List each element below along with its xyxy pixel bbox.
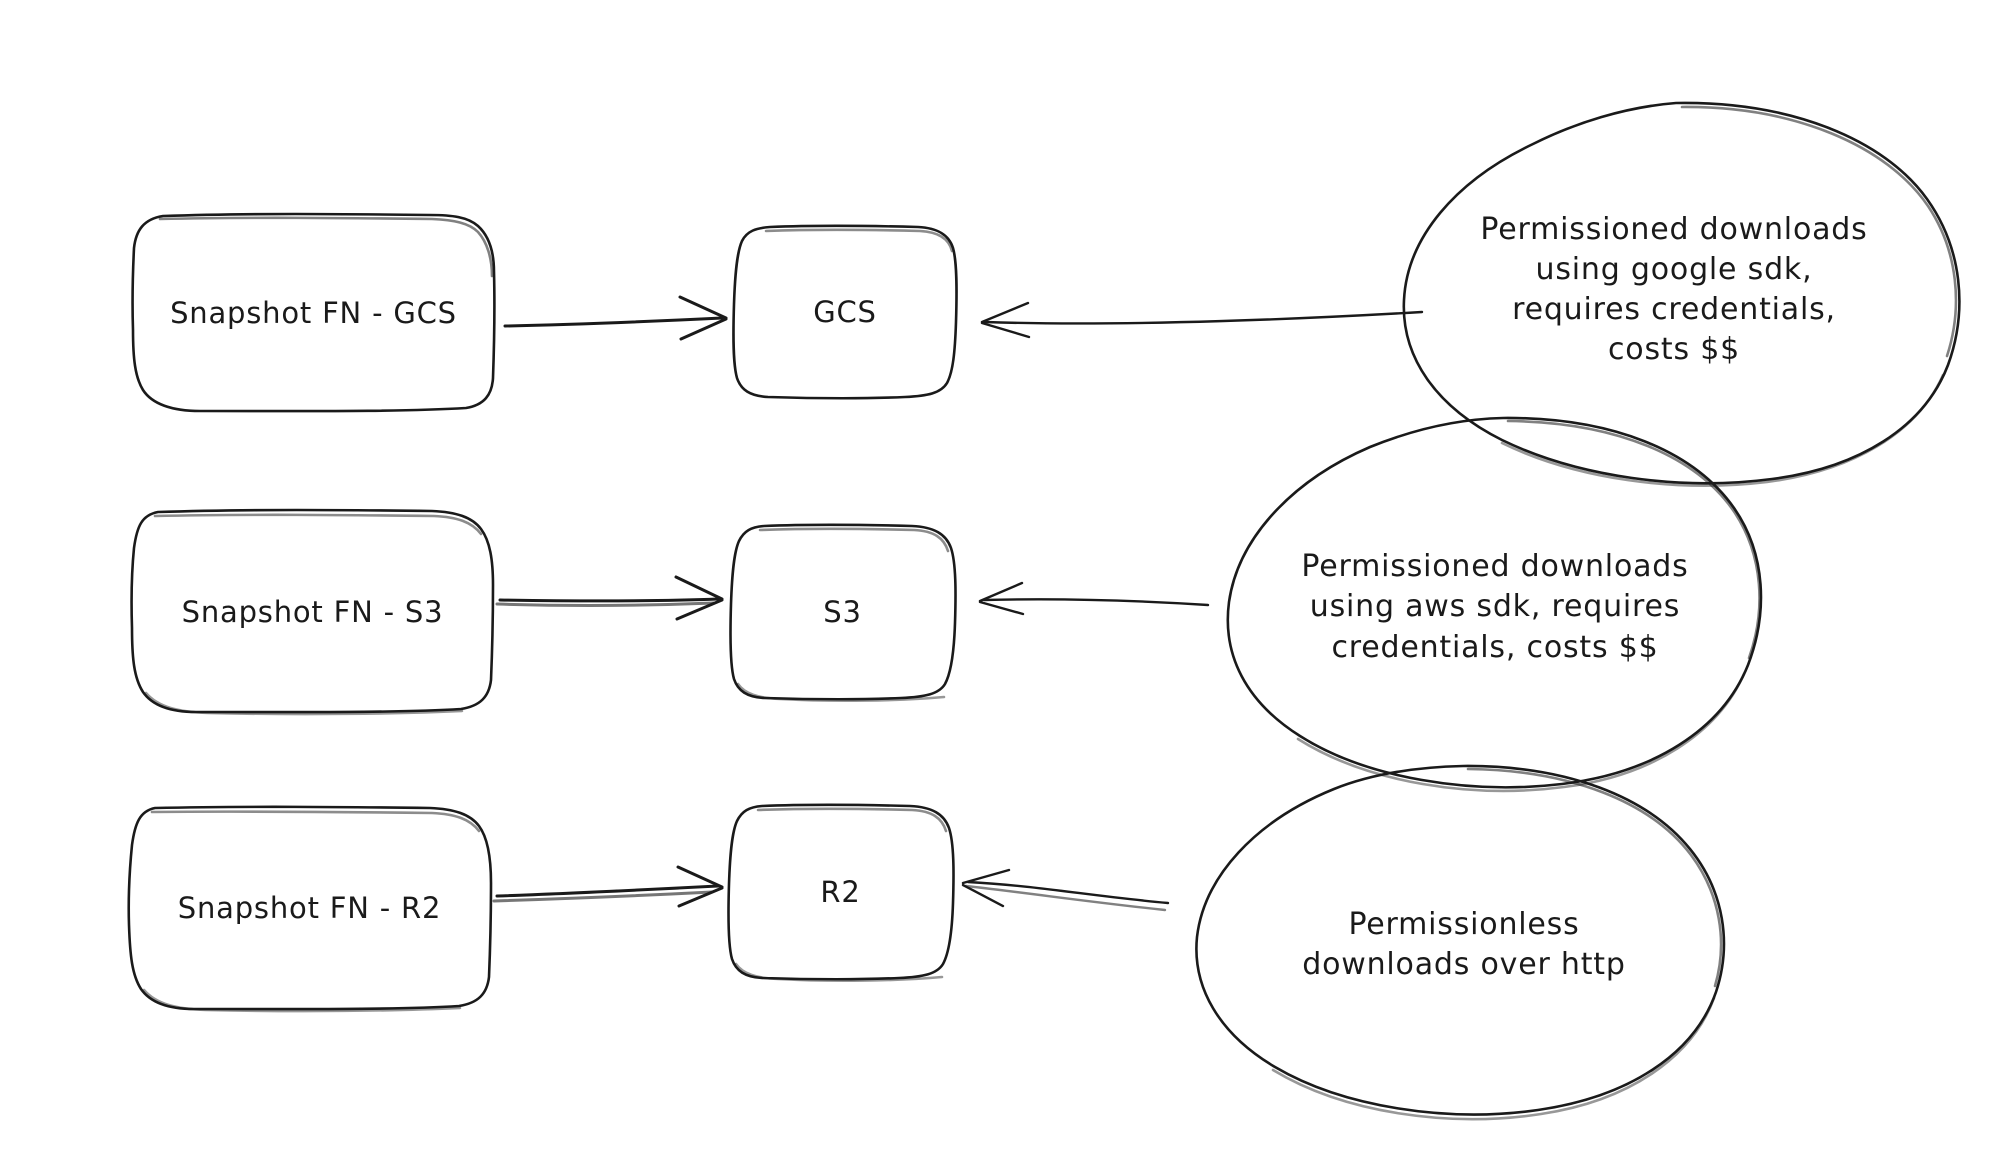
- arrow-note-gcs-to-gcs-shape: [980, 301, 1424, 339]
- node-s3-shape: [729, 523, 957, 703]
- node-snapshot-fn-gcs-shape: [131, 212, 496, 413]
- arrow-snapshot-s3-to-s3-shape: [495, 575, 724, 621]
- note-gcs-shape: [1402, 101, 1961, 487]
- arrow-snapshot-gcs-to-gcs-shape: [503, 295, 728, 341]
- node-snapshot-fn-r2-shape: [127, 805, 493, 1013]
- arrow-note-r2-to-r2-shape: [961, 868, 1170, 912]
- note-r2-shape: [1195, 764, 1726, 1121]
- arrow-snapshot-r2-to-r2-shape: [492, 865, 724, 908]
- node-gcs-shape: [732, 224, 958, 400]
- node-snapshot-fn-s3-shape: [130, 508, 495, 716]
- node-r2-shape: [727, 803, 955, 983]
- arrow-note-s3-to-s3-shape: [978, 581, 1210, 616]
- note-s3-shape: [1226, 416, 1763, 793]
